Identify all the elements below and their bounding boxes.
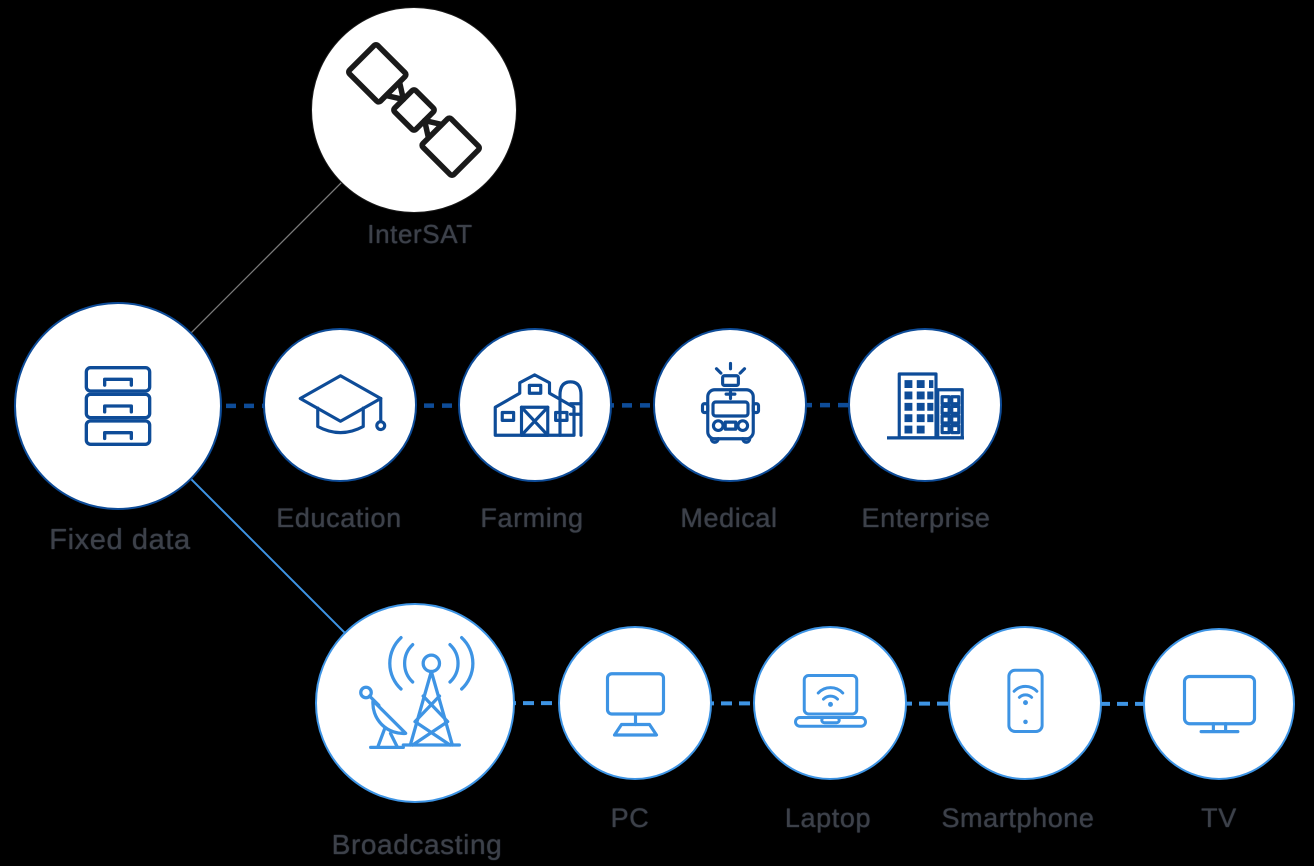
satellite-icon (339, 35, 489, 185)
ambulance-icon (678, 353, 783, 458)
desktop-monitor-icon (583, 651, 688, 756)
node-pc (558, 626, 712, 780)
node-label-medical: Medical (680, 503, 778, 533)
node-laptop (753, 626, 907, 780)
node-label-fixed-data: Fixed data (49, 524, 191, 556)
node-label-pc: PC (610, 803, 650, 833)
node-label-smartphone: Smartphone (941, 803, 1095, 833)
smartphone-wifi-icon (973, 651, 1078, 756)
node-fixed-data (14, 302, 222, 510)
barn-icon (483, 353, 588, 458)
node-medical (653, 328, 807, 482)
node-label-intersat: InterSAT (367, 219, 473, 249)
office-buildings-icon (873, 353, 978, 458)
node-label-broadcasting: Broadcasting (331, 829, 503, 860)
node-education (263, 328, 417, 482)
node-intersat (311, 7, 517, 213)
node-label-farming: Farming (480, 503, 584, 533)
server-drawers-icon (68, 356, 168, 456)
node-broadcasting (315, 603, 515, 803)
node-smartphone (948, 626, 1102, 780)
laptop-wifi-icon (778, 651, 883, 756)
graduation-cap-icon (288, 353, 393, 458)
node-label-enterprise: Enterprise (861, 503, 991, 533)
node-label-education: Education (276, 503, 402, 533)
node-enterprise (848, 328, 1002, 482)
node-farming (458, 328, 612, 482)
tv-icon (1167, 652, 1272, 757)
node-label-tv: TV (1201, 803, 1237, 833)
node-tv (1143, 628, 1295, 780)
broadcast-tower-icon (345, 633, 485, 773)
node-label-laptop: Laptop (784, 803, 872, 833)
